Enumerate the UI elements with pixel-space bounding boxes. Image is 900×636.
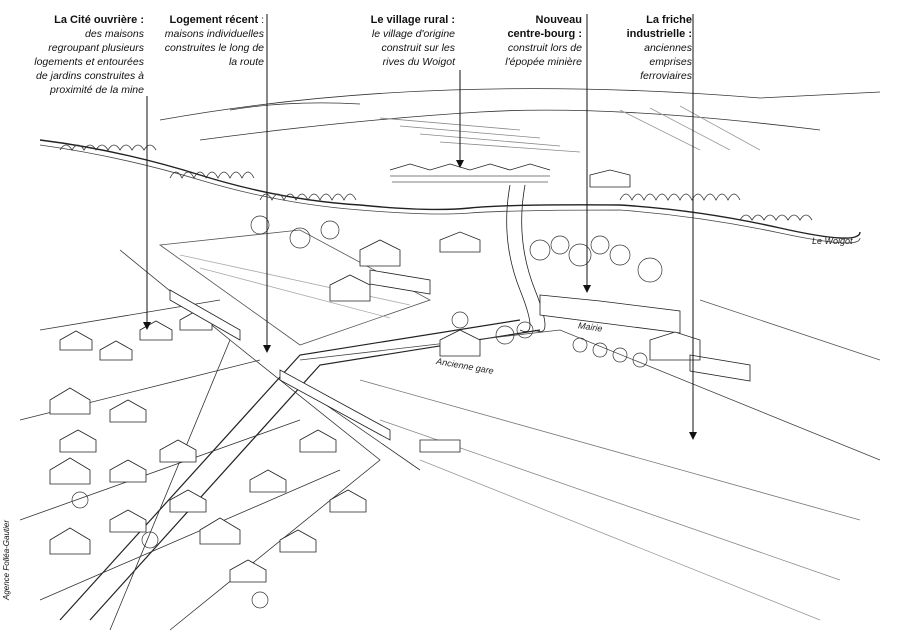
label-cite-line: des maisons <box>85 28 144 40</box>
label-logement-line: construites le long de <box>164 42 264 54</box>
credit-text: Agence Folléa-Gautier <box>2 519 11 600</box>
label-village-title: Le village rural : <box>370 14 455 26</box>
label-cite-line: regroupant plusieurs <box>48 42 144 54</box>
label-centre-line: construit lors de <box>507 42 582 54</box>
label-logement-line: maisons individuelles <box>164 28 264 40</box>
label-logement-sep: : <box>258 14 264 26</box>
label-friche-line: anciennes <box>644 42 692 54</box>
label-centre-line: l'épopée minière <box>505 56 582 68</box>
label-nouveau-centre-bourg: Nouveau centre-bourg : construit lors de… <box>478 13 582 69</box>
label-friche-industrielle: La friche industrielle : anciennes empri… <box>600 13 692 83</box>
label-friche-title: La friche <box>646 14 692 26</box>
label-village-rural: Le village rural : le village d'origine … <box>345 13 455 69</box>
pointer-arrow-cite <box>143 322 151 330</box>
pointer-arrow-centre <box>583 285 591 293</box>
label-logement-line: la route <box>228 56 264 68</box>
label-friche-line: emprises <box>649 56 692 68</box>
label-cite-ouvriere: La Cité ouvrière : des maisons regroupan… <box>22 13 144 97</box>
label-centre-title: centre-bourg : <box>507 28 582 40</box>
label-village-line: construit sur les <box>381 42 455 54</box>
place-label-woigot: Le Woigot <box>812 236 853 246</box>
label-friche-line: ferroviaires <box>640 70 692 82</box>
label-cite-line: proximité de la mine <box>50 84 144 96</box>
pointer-arrow-logement <box>263 345 271 353</box>
label-village-line: rives du Woigot <box>382 56 455 68</box>
label-cite-line: de jardins construites à <box>36 70 144 82</box>
label-logement-title: Logement récent <box>169 14 259 26</box>
pointer-arrow-friche <box>689 432 697 440</box>
pointer-arrow-village <box>456 160 464 168</box>
label-centre-title: Nouveau <box>535 14 582 26</box>
label-village-line: le village d'origine <box>371 28 455 40</box>
label-cite-title: La Cité ouvrière : <box>54 14 144 26</box>
label-logement-recent: Logement récent : maisons individuelles … <box>160 13 264 69</box>
label-cite-line: logements et entourées <box>34 56 144 68</box>
label-friche-title: industrielle : <box>626 28 692 40</box>
